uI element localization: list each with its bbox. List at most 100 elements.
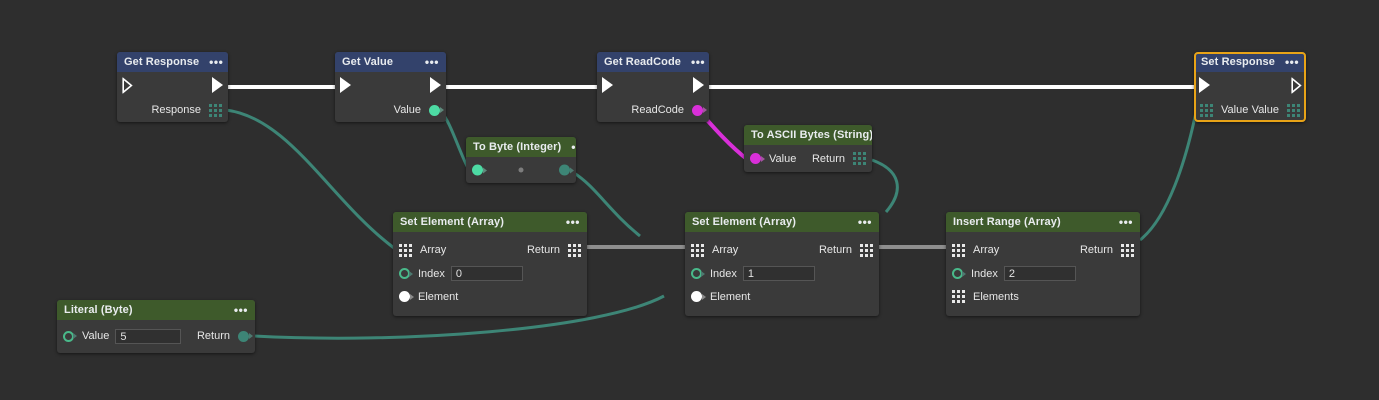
node-header-to-byte-integer[interactable]: To Byte (Integer) ••• xyxy=(466,137,576,157)
node-body: Value 5 Return xyxy=(57,320,255,353)
literal-value-input[interactable]: 5 xyxy=(115,328,182,344)
node-title: Literal (Byte) xyxy=(64,304,133,316)
node-header-to-ascii-bytes[interactable]: To ASCII Bytes (String) ••• xyxy=(744,125,872,145)
exec-out-filled-triangle-icon[interactable] xyxy=(212,77,223,93)
exec-row xyxy=(597,72,709,98)
exec-out-hollow-triangle-icon[interactable] xyxy=(1291,77,1302,94)
node-menu-icon[interactable]: ••• xyxy=(424,55,439,69)
index-value-input[interactable]: 2 xyxy=(1003,266,1076,281)
exec-in-hollow-triangle-icon[interactable] xyxy=(122,77,133,94)
node-header-set-element-2[interactable]: Set Element (Array) ••• xyxy=(685,212,879,232)
collapsed-port-row xyxy=(466,157,576,183)
node-menu-icon[interactable]: ••• xyxy=(691,55,706,69)
return-port-circle-icon[interactable] xyxy=(238,330,253,342)
node-body: Response xyxy=(117,72,228,122)
port-label-return: Return xyxy=(811,152,845,165)
node-get-value[interactable]: Get Value ••• Value xyxy=(335,52,446,122)
node-to-byte-integer[interactable]: To Byte (Integer) ••• xyxy=(466,137,576,183)
port-row-element: Element xyxy=(685,285,879,308)
node-body: Array Return Index 1 Element xyxy=(685,232,879,316)
index-value-input[interactable]: 1 xyxy=(742,266,815,281)
node-title: Set Element (Array) xyxy=(692,216,796,228)
port-row-value: Value Value xyxy=(1194,98,1306,122)
node-menu-icon[interactable]: ••• xyxy=(1118,215,1133,229)
node-body: ReadCode xyxy=(597,72,709,122)
exec-in-filled-triangle-icon[interactable] xyxy=(1199,77,1210,93)
port-label-index: Index xyxy=(971,267,998,280)
port-row-value: Value xyxy=(335,98,446,122)
port-label-return: Return xyxy=(818,244,852,256)
node-title: Get Value xyxy=(342,56,394,68)
node-header-literal-byte[interactable]: Literal (Byte) ••• xyxy=(57,300,255,320)
value-port-circle-icon[interactable] xyxy=(429,104,444,116)
return-grid-icon[interactable] xyxy=(568,243,581,257)
port-row-readcode: ReadCode xyxy=(597,98,709,122)
node-header-get-readcode[interactable]: Get ReadCode ••• xyxy=(597,52,709,72)
port-label-return: Return xyxy=(196,330,230,342)
return-grid-icon[interactable] xyxy=(1121,243,1134,257)
node-literal-byte[interactable]: Literal (Byte) ••• Value 5 Return xyxy=(57,300,255,353)
port-label-index: Index xyxy=(418,267,445,280)
node-menu-icon[interactable]: ••• xyxy=(209,55,224,69)
node-menu-icon[interactable]: ••• xyxy=(565,215,580,229)
output-port-circle-icon[interactable] xyxy=(559,164,574,176)
node-body: Array Return Index 2 Elements xyxy=(946,232,1140,316)
node-insert-range-array[interactable]: Insert Range (Array) ••• Array Return In… xyxy=(946,212,1140,316)
index-value-input[interactable]: 0 xyxy=(450,266,523,281)
input-port-circle-icon[interactable] xyxy=(472,164,487,176)
exec-in-filled-triangle-icon[interactable] xyxy=(602,77,613,93)
value-in-grid-icon[interactable] xyxy=(1200,103,1213,117)
element-port-circle-icon[interactable] xyxy=(399,291,414,302)
index-port-circle-icon[interactable] xyxy=(952,268,966,279)
port-row-value-return: Value 5 Return xyxy=(57,323,255,349)
value-in-port-circle-icon[interactable] xyxy=(750,153,765,164)
exec-row xyxy=(335,72,446,98)
value-in-port-circle-icon[interactable] xyxy=(63,330,77,342)
node-header-insert-range[interactable]: Insert Range (Array) ••• xyxy=(946,212,1140,232)
array-in-grid-icon[interactable] xyxy=(952,243,965,257)
port-label-elements: Elements xyxy=(973,290,1019,303)
node-header-get-response[interactable]: Get Response ••• xyxy=(117,52,228,72)
array-in-grid-icon[interactable] xyxy=(399,243,412,257)
node-header-set-element-1[interactable]: Set Element (Array) ••• xyxy=(393,212,587,232)
index-port-circle-icon[interactable] xyxy=(691,268,705,279)
node-body: Value Return xyxy=(744,145,872,172)
port-label-return: Return xyxy=(1079,244,1113,256)
node-get-readcode[interactable]: Get ReadCode ••• ReadCode xyxy=(597,52,709,122)
value-out-grid-icon[interactable] xyxy=(1287,103,1300,117)
node-menu-icon[interactable]: ••• xyxy=(233,303,248,317)
readcode-port-circle-icon[interactable] xyxy=(692,104,707,116)
node-menu-icon[interactable]: ••• xyxy=(571,140,576,154)
exec-out-filled-triangle-icon[interactable] xyxy=(430,77,441,93)
array-in-grid-icon[interactable] xyxy=(691,243,704,257)
data-wire-insert-return-to-set-response-value xyxy=(1139,111,1198,242)
elements-grid-icon[interactable] xyxy=(952,290,965,303)
return-grid-icon[interactable] xyxy=(853,152,866,165)
port-label-response: Response xyxy=(151,104,201,116)
node-set-response[interactable]: Set Response ••• Value Value xyxy=(1194,52,1306,122)
array-grid-icon[interactable] xyxy=(209,103,222,117)
node-set-element-array-2[interactable]: Set Element (Array) ••• Array Return Ind… xyxy=(685,212,879,316)
node-menu-icon[interactable]: ••• xyxy=(1284,55,1300,69)
node-header-set-response[interactable]: Set Response ••• xyxy=(1194,52,1306,72)
node-title: To ASCII Bytes (String) xyxy=(751,129,872,141)
node-header-get-value[interactable]: Get Value ••• xyxy=(335,52,446,72)
port-row-array-return: Array Return xyxy=(393,238,587,262)
node-menu-icon[interactable]: ••• xyxy=(857,215,872,229)
node-to-ascii-bytes-string[interactable]: To ASCII Bytes (String) ••• Value Return xyxy=(744,125,872,172)
exec-out-filled-triangle-icon[interactable] xyxy=(693,77,704,93)
port-label-value: Value xyxy=(82,330,110,342)
element-port-circle-icon[interactable] xyxy=(691,291,706,302)
port-label-value: Value xyxy=(769,152,797,165)
exec-in-filled-triangle-icon[interactable] xyxy=(340,77,351,93)
node-set-element-array-1[interactable]: Set Element (Array) ••• Array Return Ind… xyxy=(393,212,587,316)
index-port-circle-icon[interactable] xyxy=(399,268,413,279)
port-label-array: Array xyxy=(420,244,447,256)
data-wire-response-to-set-element-1-array xyxy=(225,108,395,250)
port-row-array-return: Array Return xyxy=(946,238,1140,262)
node-get-response[interactable]: Get Response ••• Response xyxy=(117,52,228,122)
node-title: To Byte (Integer) xyxy=(473,141,562,153)
port-label-readcode: ReadCode xyxy=(631,104,684,116)
return-grid-icon[interactable] xyxy=(860,243,873,257)
